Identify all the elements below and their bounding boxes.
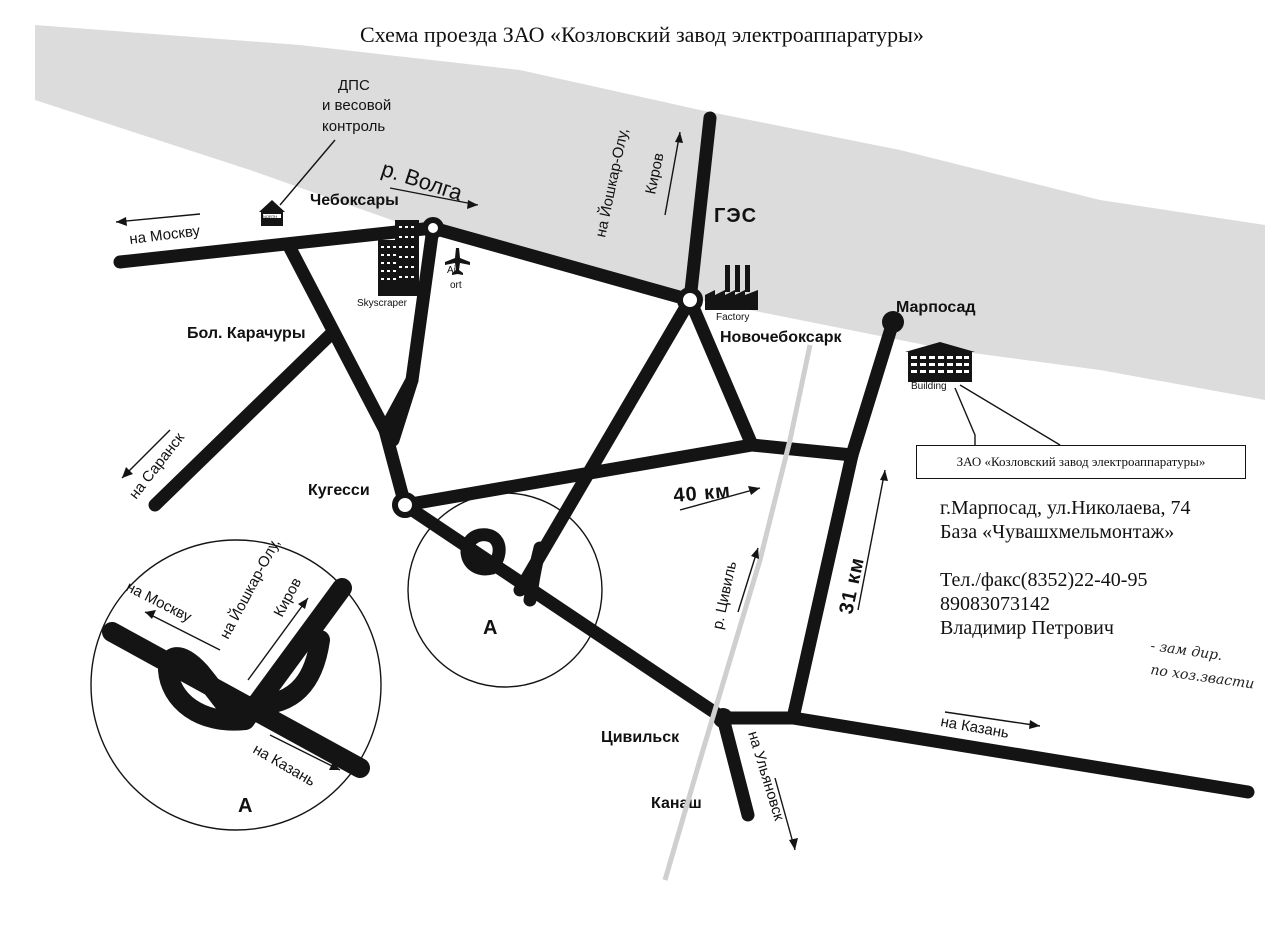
distance-31km: 31 км — [835, 555, 868, 616]
novocheboksarsk-node — [677, 287, 703, 313]
factory-caption: Factory — [716, 312, 749, 323]
contact-mobile: 89083073142 — [940, 593, 1050, 615]
marposad-node — [882, 311, 904, 333]
tsivilsk-label: Цивильск — [601, 729, 680, 746]
airport-icon: Air ort — [445, 248, 470, 291]
contact-base: База «Чувашхмельмонтаж» — [940, 521, 1175, 543]
factory-icon: Factory — [705, 265, 758, 323]
company-callout-text: ЗАО «Козловский завод электроаппаратуры» — [956, 454, 1206, 469]
ges-label: ГЭС — [714, 205, 757, 227]
cheboksary-label: Чебоксары — [310, 192, 399, 209]
skyscraper-icon: Skyscraper — [357, 220, 419, 309]
svg-text:NORTH: NORTH — [263, 214, 277, 219]
contact-phone: Тел./факс(8352)22-40-95 — [940, 569, 1148, 591]
kugessi-label: Кугесси — [308, 482, 370, 499]
inset-kirov-label: Киров — [271, 575, 306, 620]
inset-detail: А на Москву на Йошкар-Олу, Киров на Каза… — [90, 535, 382, 831]
skyscraper-caption: Skyscraper — [357, 298, 408, 309]
tsivil-river-label: р. Цивиль — [709, 560, 740, 631]
dps-label-1: ДПС — [338, 77, 370, 94]
volga-river — [35, 25, 1265, 400]
airport-caption-1: Air — [447, 265, 460, 276]
airport-caption-2: ort — [450, 280, 462, 291]
interchange-circle — [407, 492, 603, 688]
interchange-label: А — [483, 617, 498, 639]
novocheboksarsk-label: Новочебоксарк — [720, 329, 843, 346]
company-callout: ЗАО «Козловский завод электроаппаратуры» — [916, 445, 1246, 479]
kanash-label: Канаш — [651, 795, 702, 812]
road-network — [113, 111, 1255, 822]
tsivil-river — [662, 344, 813, 881]
handnote-line-1: - зам дир. — [1149, 638, 1223, 664]
dps-label-2: и весовой — [322, 97, 391, 114]
distance-40km: 40 км — [673, 480, 732, 507]
kugessi-node — [392, 492, 418, 518]
building-icon: Building — [905, 342, 975, 392]
dps-label-3: контроль — [322, 118, 385, 135]
inset-yoshkar-label: на Йошкар-Олу, — [216, 535, 284, 641]
tsivilsk-node — [713, 708, 733, 728]
contact-block: г.Марпосад, ул.Николаева, 74 База «Чуваш… — [940, 496, 1270, 640]
inset-label: А — [238, 795, 253, 817]
contact-person: Владимир Петрович — [940, 617, 1114, 639]
marposad-label: Марпосад — [896, 299, 976, 316]
page-title: Схема проезда ЗАО «Козловский завод элек… — [360, 22, 924, 47]
handnote-line-2: по хоз.звасти — [1149, 662, 1255, 692]
checkpoint-icon: NORTH — [259, 200, 285, 226]
cheboksary-node — [422, 217, 444, 239]
contact-address: г.Марпосад, ул.Николаева, 74 — [940, 497, 1191, 519]
to-moscow-label: на Москву — [128, 222, 201, 248]
building-caption: Building — [911, 381, 947, 392]
bol-karachury-label: Бол. Карачуры — [187, 325, 305, 342]
